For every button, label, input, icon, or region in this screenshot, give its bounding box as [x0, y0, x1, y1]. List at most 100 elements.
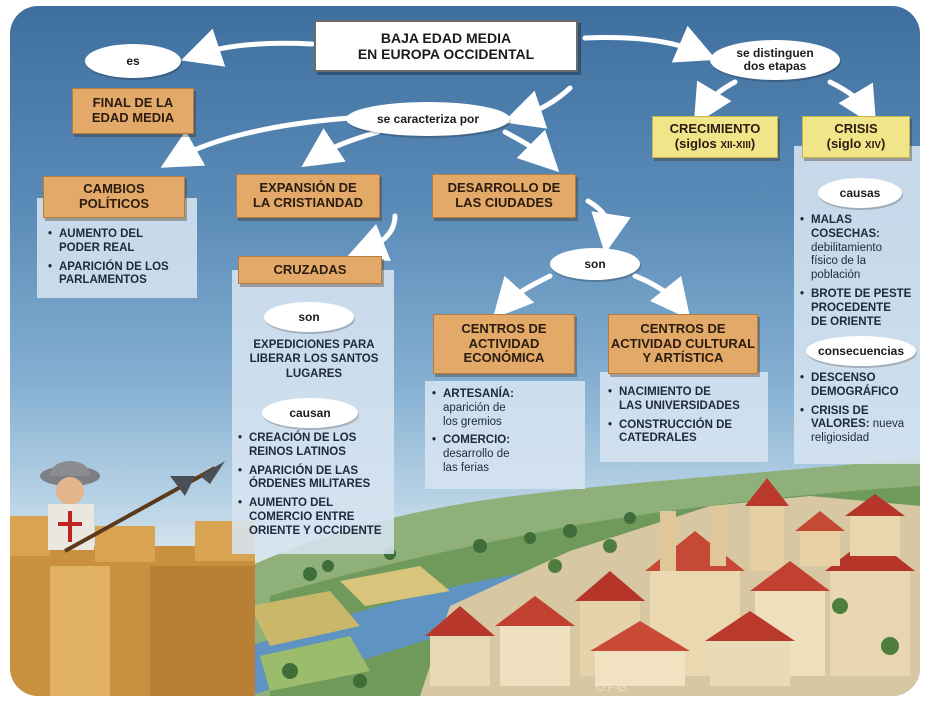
final-line-1: FINAL DE LA: [92, 95, 174, 111]
cruzadas-box: CRUZADAS: [238, 256, 382, 284]
cultural-line-1: CENTROS DE: [640, 320, 726, 336]
causa-1-rest-2: físico de la: [811, 255, 866, 268]
crecimiento-line-1: CRECIMIENTO: [669, 121, 761, 137]
expansion-line-2: LA CRISTIANDAD: [252, 195, 363, 210]
arrows-layer: [160, 25, 877, 320]
cruzadas-item-2-line-1: APARICIÓN DE LAS: [249, 464, 359, 477]
expansion-cristiandad-box: EXPANSIÓN DE LA CRISTIANDAD: [236, 174, 380, 218]
cruzadas-item-3-line-3: ORIENTE Y OCCIDENTE: [249, 524, 382, 537]
consecuencia-2-rest-2: religiosidad: [811, 432, 870, 445]
connector-se-distinguen-line-2: dos etapas: [743, 59, 807, 73]
cruzadas-label: CRUZADAS: [273, 261, 347, 277]
consecuencia-1-line-2: DEMOGRÁFICO: [811, 385, 899, 398]
economica-item-1-rest-1: aparición de: [443, 401, 506, 414]
cambios-item-2-line-2: PARLAMENTOS: [59, 274, 147, 287]
arrow-ciudades-son: [585, 198, 631, 254]
crisis-line-1: CRISIS: [834, 121, 878, 137]
causa-2-line-3: DE ORIENTE: [811, 315, 882, 328]
causa-1-rest-3: población: [811, 269, 861, 282]
crecimiento-box: CRECIMIENTO (siglos XII-XIII): [652, 116, 778, 158]
centros-economica-box: CENTROS DE ACTIVIDAD ECONÓMICA: [433, 314, 575, 374]
cultural-line-2: ACTIVIDAD CULTURAL: [610, 335, 756, 351]
arrow-etapas-crisis: [827, 79, 877, 128]
connector-es: es: [85, 44, 181, 78]
arrow-title-etapas: [582, 25, 717, 63]
cambios-line-1: CAMBIOS: [83, 181, 145, 197]
arrow-etapas-crecimiento: [693, 79, 738, 126]
causa-1-rest-1: debilitamiento: [811, 241, 882, 254]
ciudades-line-1: DESARROLLO DE: [447, 180, 561, 196]
connector-son-ciudades: son: [550, 248, 640, 280]
economica-item-2-rest-1: desarrollo de: [443, 448, 510, 461]
cruzadas-def-line-3: LUGARES: [285, 367, 343, 380]
connector-son-cruzadas-label: son: [298, 309, 320, 324]
artist-signature: O.F-G.: [596, 682, 630, 694]
connector-causan: causan: [262, 398, 358, 428]
consecuencia-2-rest-1: nueva: [872, 418, 905, 431]
cultural-item-2-line-2: CATEDRALES: [619, 432, 697, 445]
diagram-title: BAJA EDAD MEDIA EN EUROPA OCCIDENTAL: [314, 20, 578, 72]
centros-cultural-box: CENTROS DE ACTIVIDAD CULTURAL Y ARTÍSTIC…: [608, 314, 758, 374]
cambios-politicos-box: CAMBIOS POLÍTICOS: [43, 176, 185, 218]
economica-item-2-rest-2: las ferias: [443, 461, 490, 474]
crecimiento-line-2: (siglos XII-XIII): [674, 136, 756, 152]
connector-consecuencias: consecuencias: [806, 336, 916, 366]
arrow-title-caracteriza: [503, 85, 573, 129]
arrow-expansion-cruzadas: [346, 213, 398, 262]
connector-se-caracteriza: se caracteriza por: [346, 102, 510, 136]
cruzadas-item-1-line-1: CREACIÓN DE LOS: [249, 432, 357, 444]
crisis-line-2: (siglo XIV): [827, 136, 886, 152]
arrow-son-economica: [492, 273, 553, 319]
economica-line-2: ACTIVIDAD: [468, 335, 540, 351]
cultural-item-2-line-1: CONSTRUCCIÓN DE: [619, 418, 733, 431]
connector-causas-label: causas: [839, 185, 881, 200]
arrow-caracteriza-expansion: [301, 128, 381, 168]
crecimiento-siglos-word: (siglos: [674, 136, 717, 151]
connector-se-distinguen-line-1: se distinguen: [736, 46, 814, 61]
causa-2-line-1: BROTE DE PESTE: [811, 287, 912, 300]
economica-line-1: CENTROS DE: [461, 320, 547, 336]
arrow-caracteriza-ciudades: [502, 129, 560, 173]
ciudades-line-2: LAS CIUDADES: [455, 195, 553, 210]
crecimiento-close-paren: ): [750, 136, 756, 151]
title-line-2: EN EUROPA OCCIDENTAL: [357, 46, 535, 62]
connector-es-label: es: [126, 53, 140, 68]
cambios-item-2-line-1: APARICIÓN DE LOS: [59, 260, 169, 273]
economica-item-1-rest-2: los gremios: [443, 415, 502, 428]
arrow-son-cultural: [632, 273, 691, 320]
connector-son-ciudades-label: son: [584, 256, 606, 271]
cultural-item-1-line-2: LAS UNIVERSIDADES: [619, 399, 740, 412]
desarrollo-ciudades-box: DESARROLLO DE LAS CIUDADES: [432, 174, 576, 218]
illustration-frame: BAJA EDAD MEDIA EN EUROPA OCCIDENTAL es …: [10, 6, 920, 696]
consecuencia-2-head-2: VALORES:: [811, 418, 870, 431]
connector-consecuencias-label: consecuencias: [817, 343, 905, 358]
cambios-line-2: POLÍTICOS: [78, 196, 150, 211]
cruzadas-definition: EXPEDICIONES PARA LIBERAR LOS SANTOS LUG…: [236, 338, 392, 381]
crisis-siglo-roman: XIV: [864, 140, 882, 151]
crisis-box: CRISIS (siglo XIV): [802, 116, 910, 158]
cruzadas-def-line-2: LIBERAR LOS SANTOS: [249, 353, 379, 366]
crisis-close-paren: ): [881, 136, 886, 151]
expansion-line-1: EXPANSIÓN DE: [259, 180, 357, 196]
economica-item-1-head: ARTESANÍA:: [443, 388, 514, 400]
consecuencia-2-head-1: CRISIS DE: [811, 404, 869, 417]
consecuencia-1-line-1: DESCENSO: [811, 372, 876, 384]
cruzadas-item-3-line-1: AUMENTO DEL: [249, 497, 334, 510]
